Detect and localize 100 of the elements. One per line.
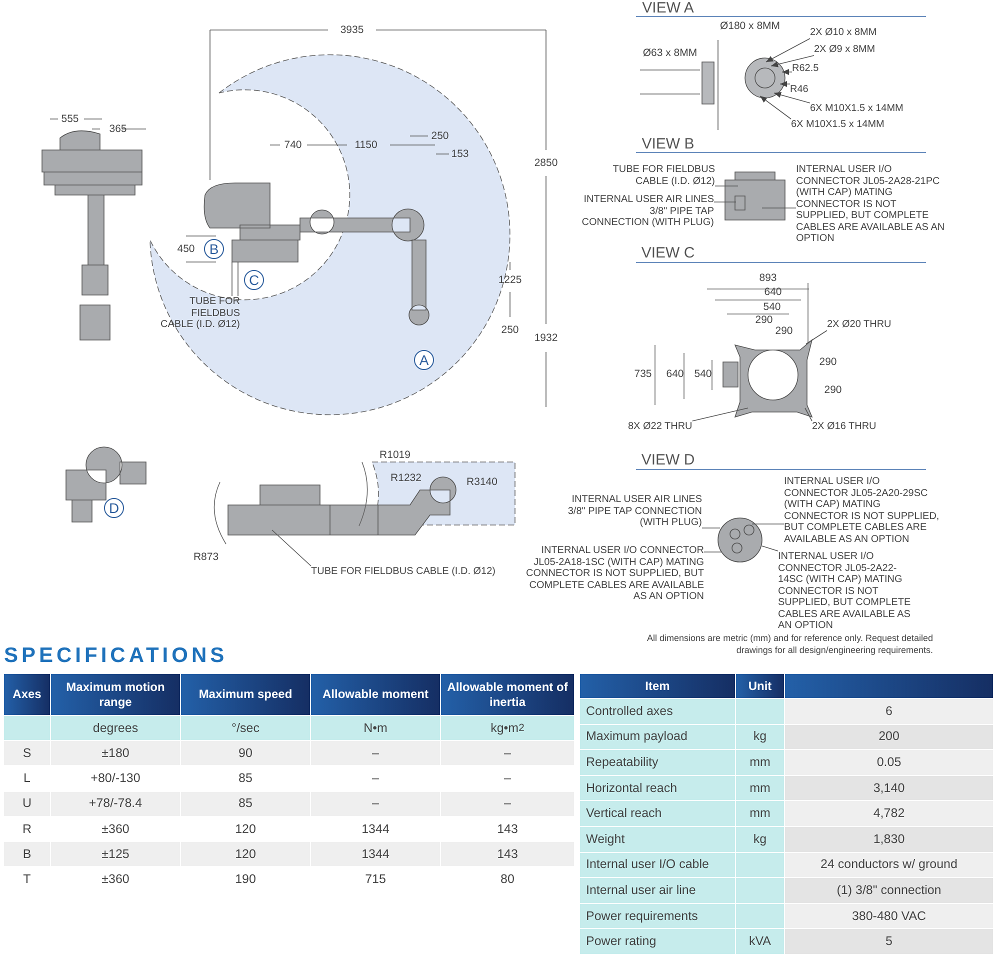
- view-title: VIEW B: [642, 136, 694, 152]
- table-cell: 90: [181, 741, 311, 766]
- table-cell: °/sec: [181, 716, 311, 741]
- table-cell: +78/-78.4: [51, 792, 181, 817]
- table-cell: –: [441, 792, 575, 817]
- table-cell: Controlled axes: [580, 699, 736, 725]
- dimension-label: 640: [764, 286, 782, 298]
- table-cell: –: [441, 741, 575, 766]
- dimension-label: 365: [109, 123, 127, 135]
- flange-front-view-drawing: [744, 58, 786, 98]
- table-cell: 1344: [311, 842, 441, 868]
- callout-text: 6X M10X1.5 x 14MM: [810, 103, 904, 114]
- callout-text: 2X Ø9 x 8MM: [814, 44, 876, 56]
- dimension-label: R1232: [390, 472, 422, 484]
- dimension-label: 250: [431, 130, 449, 142]
- table-cell: Weight: [580, 827, 736, 853]
- table-cell: S: [4, 741, 51, 766]
- dimension-label: 555: [61, 113, 79, 125]
- column-header: Allowable moment: [311, 674, 441, 716]
- dimension-label: 740: [284, 139, 302, 151]
- table-cell: U: [4, 792, 51, 817]
- section-title: SPECIFICATIONS: [4, 645, 228, 667]
- dimension-label: 2850: [534, 157, 558, 169]
- table-cell: 380-480 VAC: [785, 904, 994, 930]
- leader-line: [804, 408, 812, 422]
- table-cell: mm: [736, 776, 785, 802]
- table-cell: Maximum payload: [580, 724, 736, 750]
- table-cell: 1,830: [785, 827, 994, 853]
- dimension-label: 290: [819, 356, 837, 368]
- table-cell: Internal user air line: [580, 878, 736, 904]
- table-cell: ±180: [51, 741, 181, 766]
- dimension-label: 290: [775, 325, 793, 337]
- dimension-label: 1932: [534, 332, 558, 344]
- dimension-label: 153: [451, 148, 469, 160]
- dimension-label: Ø63 x 8MM: [642, 47, 698, 59]
- dimension-label: 893: [759, 272, 777, 284]
- column-header: Axes: [4, 674, 51, 716]
- view-marker: D: [104, 498, 124, 518]
- view-title: VIEW C: [641, 246, 695, 260]
- table-cell: 6: [785, 699, 994, 725]
- wrist-connector-plate-drawing: [718, 518, 762, 562]
- table-cell: Repeatability: [580, 750, 736, 776]
- dimension-label: 290: [755, 314, 773, 326]
- table-cell: kVA: [736, 929, 785, 955]
- leader-line: [272, 530, 312, 566]
- callout-text: R62.5: [792, 63, 819, 74]
- table-cell: mm: [736, 750, 785, 776]
- table-cell: kg: [736, 827, 785, 853]
- callout-text: 8X Ø22 THRU: [628, 421, 692, 432]
- callout-text: 6X M10X1.5 x 14MM: [791, 119, 884, 130]
- base-bottom-view-drawing: [722, 340, 812, 418]
- callout-text: 2X Ø10 x 8MM: [810, 27, 877, 38]
- dimension-label: 1150: [354, 139, 378, 151]
- dimension-label: Ø180 x 8MM: [720, 20, 780, 32]
- table-cell: kg: [736, 724, 785, 750]
- table-cell: degrees: [51, 716, 181, 741]
- note: All dimensions are metric (mm) and for reference only. Request detailed drawings for all design/engineering requirements.: [646, 632, 933, 656]
- callout-text: TUBE FOR FIELDBUS CABLE (I.D. Ø12): [600, 164, 715, 187]
- callout-text: TUBE FOR FIELDBUS CABLE (I.D. Ø12): [311, 566, 496, 578]
- table-cell: 120: [181, 842, 311, 868]
- table-cell: 3,140: [785, 776, 994, 802]
- callout-text: INTERNAL USER AIR LINES 3/8" PIPE TAP CONNECTION (WITH PLUG): [580, 194, 714, 228]
- table-cell: –: [311, 792, 441, 817]
- dimension-label: 540: [763, 301, 781, 313]
- table-cell: Power rating: [580, 929, 736, 955]
- column-header: Maximum motion range: [51, 674, 181, 716]
- callout-text: 2X Ø20 THRU: [827, 319, 892, 330]
- table-cell: mm: [736, 801, 785, 827]
- callout-text: R46: [790, 84, 808, 96]
- table-cell: 85: [181, 792, 311, 817]
- callout-text: INTERNAL USER I/O CONNECTOR JL05-2A18-1SC (WITH CAP) MATING CONNECTOR IS NOT SUPPLIED, BUT COMPLETE CABLES ARE AVAILABLE AS AN OPTION: [514, 545, 704, 602]
- leader-line: [766, 38, 810, 62]
- leader-line: [782, 69, 792, 75]
- view-title: VIEW D: [641, 452, 695, 468]
- table-cell: 0.05: [785, 750, 994, 776]
- callout-text: TUBE FOR FIELDBUS CABLE (I.D. Ø12): [160, 296, 240, 330]
- dimension-label: 290: [824, 384, 842, 396]
- table-cell: –: [311, 741, 441, 766]
- dimension-label: R1019: [380, 449, 410, 461]
- table-cell: Power requirements: [580, 904, 736, 930]
- dimension-label: R873: [193, 551, 219, 563]
- dimension-label: 640: [666, 368, 684, 380]
- column-header: Item: [580, 674, 736, 699]
- callout-text: 2X Ø16 THRU: [812, 421, 876, 432]
- dimension-label: 250: [501, 324, 519, 336]
- leader-line: [760, 96, 792, 120]
- dimension-label: 450: [177, 243, 195, 255]
- table-cell: 24 conductors w/ ground: [785, 852, 994, 878]
- view-title: VIEW A: [642, 0, 694, 16]
- table-cell: 143: [441, 842, 575, 868]
- column-header: Unit: [736, 674, 785, 699]
- dimension-label: R3140: [466, 476, 498, 488]
- table-cell: (1) 3/8" connection: [785, 878, 994, 904]
- leader-line: [692, 408, 748, 422]
- table-cell: Vertical reach: [580, 801, 736, 827]
- table-cell: ±125: [51, 842, 181, 868]
- dimension-label: 540: [694, 368, 712, 380]
- base-side-view-drawing: [724, 172, 786, 220]
- leader-line: [774, 92, 810, 104]
- callout-text: INTERNAL USER I/O CONNECTOR JL05-2A28-21PC (WITH CAP) MATING CONNECTOR IS NOT SUPPLIED, BUT COMPLETE CABLES ARE AVAILABLE AS AN OPTION: [796, 164, 946, 244]
